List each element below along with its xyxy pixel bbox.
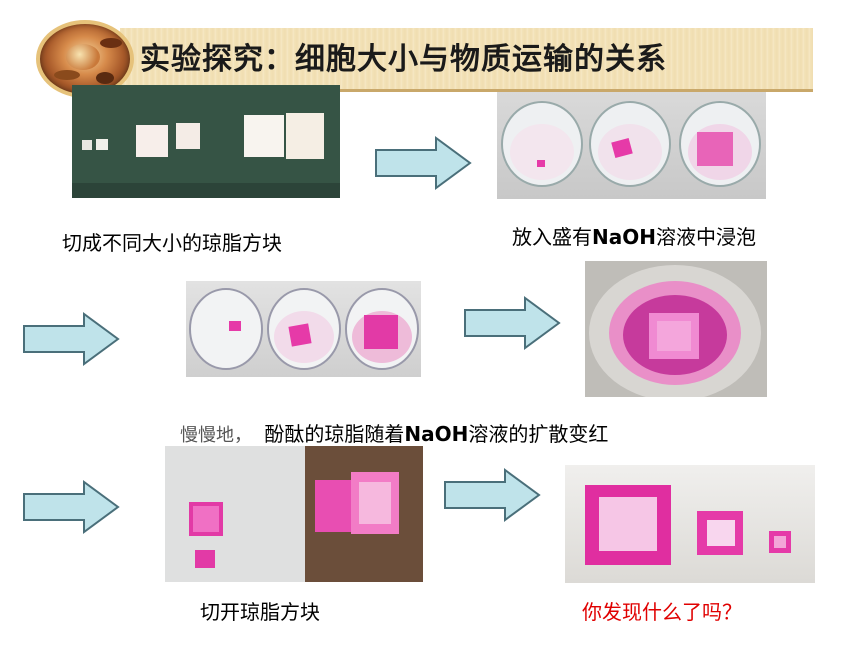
title-banner xyxy=(120,28,813,92)
photo-beakers-soaking xyxy=(497,92,766,199)
arrow-right-icon xyxy=(23,480,120,534)
photo-cube-results xyxy=(565,465,815,583)
caption-soak-naoh: NaOH xyxy=(592,225,656,249)
caption-cut-blocks: 切成不同大小的琼脂方块 xyxy=(62,231,282,255)
arrow-right-icon xyxy=(375,136,472,190)
photo-beaker-closeup xyxy=(585,261,767,397)
caption-diffuse-prefix: 酚酞的琼脂随着 xyxy=(264,422,405,446)
caption-diffuse-naoh: NaOH xyxy=(404,422,469,446)
caption-soak-suffix: 溶液中浸泡 xyxy=(655,225,756,249)
page-title: 实验探究：细胞大小与物质运输的关系 xyxy=(140,42,667,77)
caption-cut-open: 切开琼脂方块 xyxy=(200,600,320,624)
caption-slowly: 慢慢地， xyxy=(180,425,252,446)
photo-agar-cubes xyxy=(72,85,340,198)
caption-question: 你发现什么了吗？ xyxy=(582,600,742,624)
caption-soak-prefix: 放入盛有 xyxy=(512,225,592,249)
photo-cut-blocks xyxy=(165,446,423,582)
caption-diffuse: 慢慢地， 酚酞的琼脂随着NaOH溶液的扩散变红 xyxy=(180,418,608,447)
arrow-right-icon xyxy=(464,296,561,350)
arrow-right-icon xyxy=(444,468,541,522)
photo-beakers-diffusing xyxy=(186,281,421,377)
caption-soak: 放入盛有NaOH溶液中浸泡 xyxy=(512,221,756,250)
caption-diffuse-suffix: 溶液的扩散变红 xyxy=(468,422,609,446)
arrow-right-icon xyxy=(23,312,120,366)
